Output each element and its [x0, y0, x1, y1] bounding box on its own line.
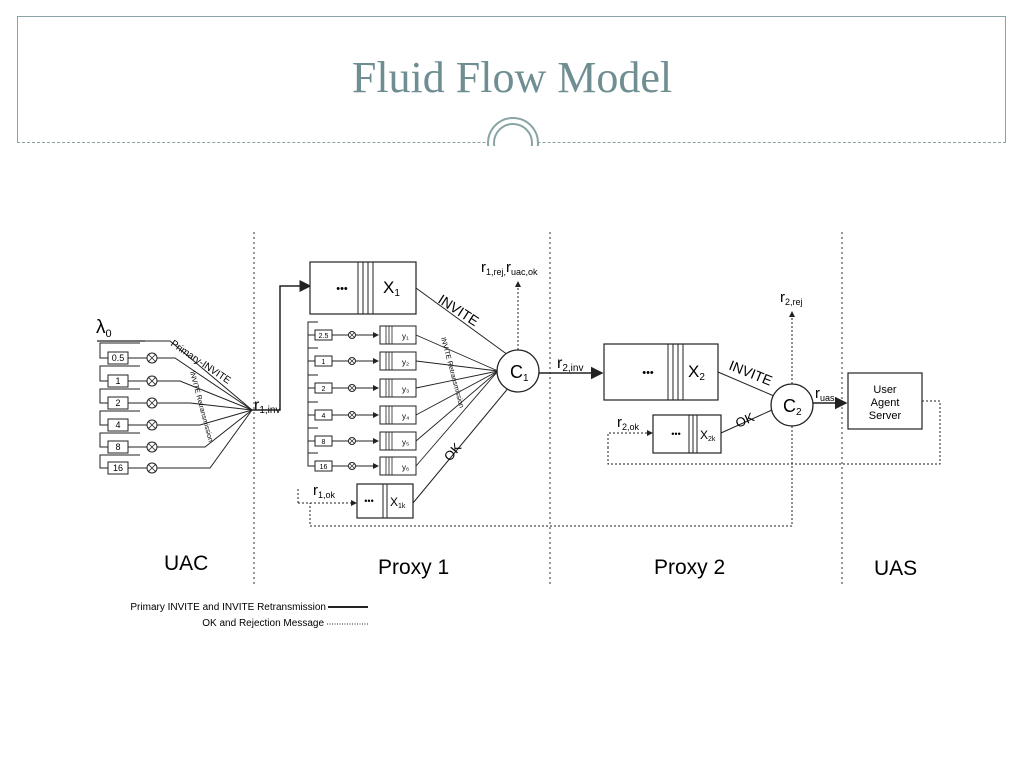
- uac-timer-4: 4: [115, 420, 120, 430]
- r1-ok-label: r1,ok: [313, 482, 336, 500]
- proxy2-queue-x2: [603, 343, 719, 401]
- user-agent-server-box: [847, 372, 923, 430]
- slide-title: Fluid Flow Model: [351, 53, 673, 102]
- r1-inv-label: r1,inv: [254, 397, 280, 416]
- r2-inv-label: r2,inv: [557, 355, 583, 374]
- proxy2-queue-x2-label: X2: [688, 362, 705, 383]
- section-uas-label: UAS: [874, 557, 917, 580]
- uac-timer-5: 8: [115, 442, 120, 452]
- proxy1-timer-label: 8: [322, 439, 326, 446]
- proxy1-queue-y-label: y₆: [402, 463, 409, 472]
- proxy1-queue-y-label: y₂: [402, 358, 409, 367]
- proxy1-timer-label: 4: [322, 413, 326, 420]
- uac-timer-3: 2: [115, 398, 120, 408]
- circle-ornament-icon: [486, 116, 540, 146]
- proxy1-timer-label: 1: [322, 359, 326, 366]
- legend: Primary INVITE and INVITE Retransmission…: [130, 602, 368, 629]
- r1-rej-label: r1,rej,ruac,ok: [481, 259, 538, 277]
- proxy1-retrans-row: 4 y₄: [307, 370, 499, 425]
- legend-dotted-label: OK and Rejection Message: [202, 618, 324, 629]
- proxy1-retrans-row: 2 y₃: [307, 370, 499, 398]
- proxy1-queue-y-label: y₅: [402, 438, 409, 447]
- proxy1-queue-y-label: y₁: [402, 332, 409, 341]
- proxy1-queue-x1k-label: X1k: [390, 495, 406, 510]
- proxy2-invite-label: INVITE: [727, 357, 775, 389]
- legend-solid-label: Primary INVITE and INVITE Retransmission: [130, 602, 326, 613]
- proxy1-section: ••• X1 INVITE 2.5 y₁ 1 y₂ 2 y₃ 4 y₄ 8 y₅ 16 y₆ INVI…: [297, 259, 540, 579]
- proxy1-retrans-label: INVITE Retransmission: [439, 337, 465, 409]
- proxy1-retrans-row: 2.5 y₁: [307, 321, 499, 372]
- proxy1-queue-dots: •••: [336, 283, 348, 295]
- proxy1-retrans-row: 8 y₅: [307, 370, 499, 451]
- proxy2-queue-x2k: [652, 414, 722, 454]
- lambda0-label: λ0: [96, 317, 112, 340]
- proxy1-timer-label: 2.5: [319, 333, 329, 340]
- proxy1-queue-y-label: y₃: [402, 385, 409, 394]
- proxy2-controller-label: C2: [783, 396, 802, 418]
- section-proxy1-label: Proxy 1: [378, 556, 449, 579]
- section-uac-label: UAC: [164, 552, 208, 575]
- uac-section: λ0 0.5 1 2 4 8 16: [96, 317, 253, 575]
- server-line2: Agent: [871, 397, 900, 409]
- uac-timer-1: 0.5: [112, 353, 125, 363]
- proxy1-retrans-rows: 2.5 y₁ 1 y₂ 2 y₃ 4 y₄ 8 y₅ 16 y₆: [307, 321, 499, 476]
- section-proxy2-label: Proxy 2: [654, 556, 725, 579]
- uac-timer-6: 16: [113, 463, 123, 473]
- ruas-label: ruas: [815, 385, 835, 403]
- proxy1-queue-x1-label: X1: [383, 278, 400, 299]
- uas-section: User Agent Server UAS: [847, 372, 923, 580]
- server-line3: Server: [869, 410, 902, 422]
- uac-primary-invite-label: Primary-INVITE: [168, 338, 232, 386]
- r2-ok-label: r2,ok: [617, 414, 640, 432]
- proxy1-ok-queue-dots: •••: [364, 496, 373, 506]
- proxy2-queue-x2k-label: X2k: [700, 428, 716, 443]
- server-line1: User: [873, 384, 897, 396]
- proxy1-timer-label: 16: [320, 464, 328, 471]
- proxy2-ok-queue-dots: •••: [671, 429, 680, 439]
- proxy1-queue-y-label: y₄: [402, 412, 409, 421]
- proxy2-ok-label: OK: [733, 409, 757, 430]
- ok-return-paths: [309, 400, 941, 527]
- uac-timer-2: 1: [115, 376, 120, 386]
- title-frame: [17, 16, 1006, 142]
- proxy1-queue-x1k: [356, 483, 414, 519]
- r2-rej-label: r2,rej: [780, 289, 803, 307]
- proxy1-invite-label: INVITE: [435, 291, 482, 329]
- proxy1-retrans-row: 1 y₂: [307, 347, 499, 372]
- proxy1-retrans-row: 16 y₆: [307, 370, 499, 476]
- proxy1-controller-label: C1: [510, 362, 529, 384]
- proxy2-queue-dots: •••: [642, 367, 654, 379]
- proxy1-ok-label: OK: [441, 440, 465, 464]
- proxy2-section: ••• X2 INVITE ••• X2k r2,ok OK C2 r2,rej…: [603, 289, 814, 579]
- proxy1-timer-label: 2: [322, 386, 326, 393]
